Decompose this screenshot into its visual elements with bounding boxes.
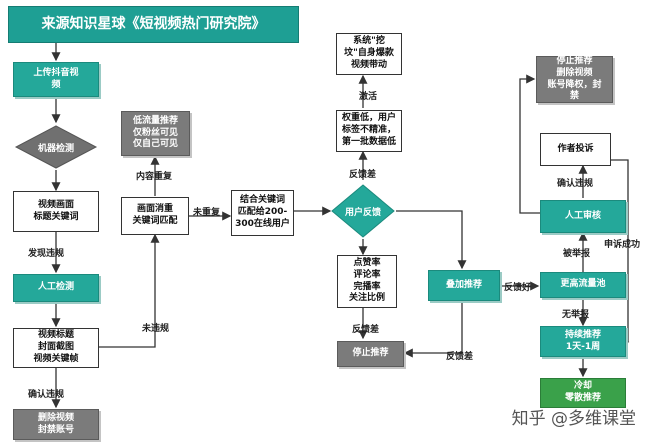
confirm-violation-label-2: 确认违规: [557, 179, 594, 189]
confirm-violation-label: 确认违规: [28, 390, 65, 400]
no-violation-label: 未违规: [142, 324, 170, 334]
overlay-recommend-node: 叠加推荐: [428, 270, 500, 301]
upload-video-node: 上传抖音视 频: [13, 62, 99, 97]
appeal-success-label: 申诉成功: [604, 240, 641, 250]
low-traffic-node: 低流量推荐 仅粉丝可见 仅自己可见: [121, 111, 190, 156]
feedback-good-label: 反馈好: [504, 283, 532, 293]
frame-title-keyword-node: 视频画面 标题关键词: [13, 191, 99, 232]
dedup-match-node: 画面消重 关键词匹配: [121, 197, 189, 235]
continuous-recommend-node: 持续推荐 1天-1周: [540, 326, 626, 357]
engagement-metrics-node: 点赞率 评论率 完播率 关注比例: [337, 255, 397, 308]
content-duplicate-label: 内容重复: [136, 172, 173, 182]
user-feedback-decision: 用户反馈: [330, 183, 396, 239]
cool-down-node: 冷却 零散推荐: [540, 378, 626, 408]
machine-check-label: 机器检测: [37, 143, 74, 154]
user-feedback-label: 用户反馈: [344, 207, 381, 218]
diagram-title: 来源知识星球《短视频热门研究院》: [8, 6, 299, 43]
found-violation-label: 发现违规: [28, 249, 65, 259]
higher-traffic-pool-node: 更高流量池: [540, 272, 626, 298]
delete-ban-node: 删除视频 封禁账号: [13, 409, 99, 440]
feedback-bad-label-1: 反馈差: [349, 170, 377, 180]
feedback-bad-label-2: 反馈差: [352, 325, 380, 335]
watermark: 知乎 @多维课堂: [511, 409, 636, 429]
system-dig-node: 系统"挖 坟"自身爆款 视频带动: [336, 33, 402, 75]
stop-delete-ban-node: 停止推荐 删除视频 账号降权，封 禁: [536, 56, 613, 103]
human-check-node: 人工检测: [13, 274, 99, 302]
title-cover-keyframe-node: 视频标题 封面截图 视频关键帧: [13, 328, 99, 368]
author-complaint-node: 作者投诉: [540, 133, 611, 166]
activate-label: 激活: [359, 92, 378, 102]
human-review-node: 人工审核: [540, 200, 626, 233]
no-report-label: 无举报: [562, 310, 590, 320]
stop-recommend-node: 停止推荐: [337, 341, 404, 367]
reported-label: 被举报: [563, 249, 591, 259]
feedback-bad-label-3: 反馈差: [446, 352, 474, 362]
machine-check-decision: 机器检测: [14, 124, 98, 170]
match-online-users-node: 结合关键词 匹配给200- 300在线用户: [231, 190, 294, 236]
low-weight-node: 权重低，用户 标签不精准， 第一批数据低: [336, 110, 402, 152]
not-duplicate-label: 未重复: [193, 208, 221, 218]
